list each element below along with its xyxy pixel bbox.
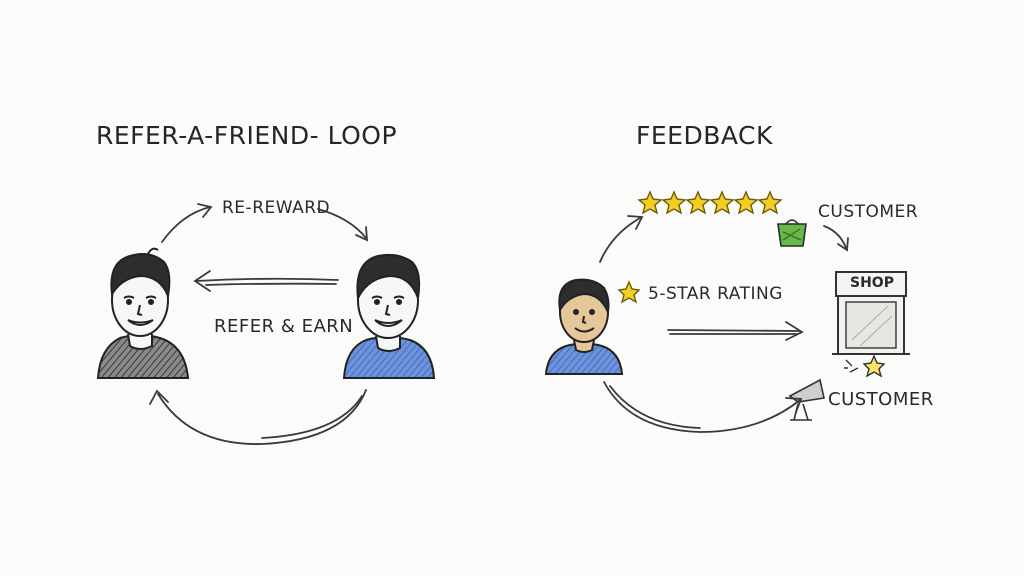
reward-label: RE-REWARD xyxy=(222,198,331,218)
megaphone-icon xyxy=(788,378,825,421)
arrow-left-to-reward xyxy=(161,206,211,243)
feedback-title: FEEDBACK xyxy=(636,121,773,150)
arrow-bottom-return xyxy=(157,389,367,445)
star-icon xyxy=(617,280,641,304)
arrow-bag-to-shop xyxy=(823,225,847,249)
rating-label: 5-STAR RATING xyxy=(648,284,783,304)
sparkle-icon xyxy=(844,354,886,378)
star-icon xyxy=(661,190,687,215)
shop-sign: SHOP xyxy=(850,275,894,291)
star-icon xyxy=(733,190,759,215)
loop-arrows-left xyxy=(149,203,369,445)
arrow-person-to-stars xyxy=(599,217,641,263)
arrow-person-to-customer xyxy=(603,381,801,433)
arrow-person-to-shop xyxy=(667,329,801,332)
person-feedback-avatar xyxy=(544,278,624,375)
loop-title: REFER-A-FRIEND- LOOP xyxy=(96,121,398,150)
star-icon xyxy=(685,190,711,215)
feedback-arrows xyxy=(599,215,849,433)
arrow-reward-to-right xyxy=(317,208,367,239)
refer-earn-label: REFER & EARN xyxy=(214,316,354,337)
person-right-avatar xyxy=(342,253,436,379)
shop-building-icon xyxy=(832,271,910,355)
star-rating-row xyxy=(637,190,783,215)
star-icon xyxy=(757,190,783,215)
shopping-bag-icon xyxy=(777,219,807,247)
person-left-avatar xyxy=(96,247,190,379)
customer-label-bottom: CUSTOMER xyxy=(828,389,934,410)
star-icon xyxy=(637,190,663,215)
star-icon xyxy=(709,190,735,215)
arrow-right-to-left xyxy=(195,277,339,282)
customer-label-top: CUSTOMER xyxy=(818,202,919,222)
